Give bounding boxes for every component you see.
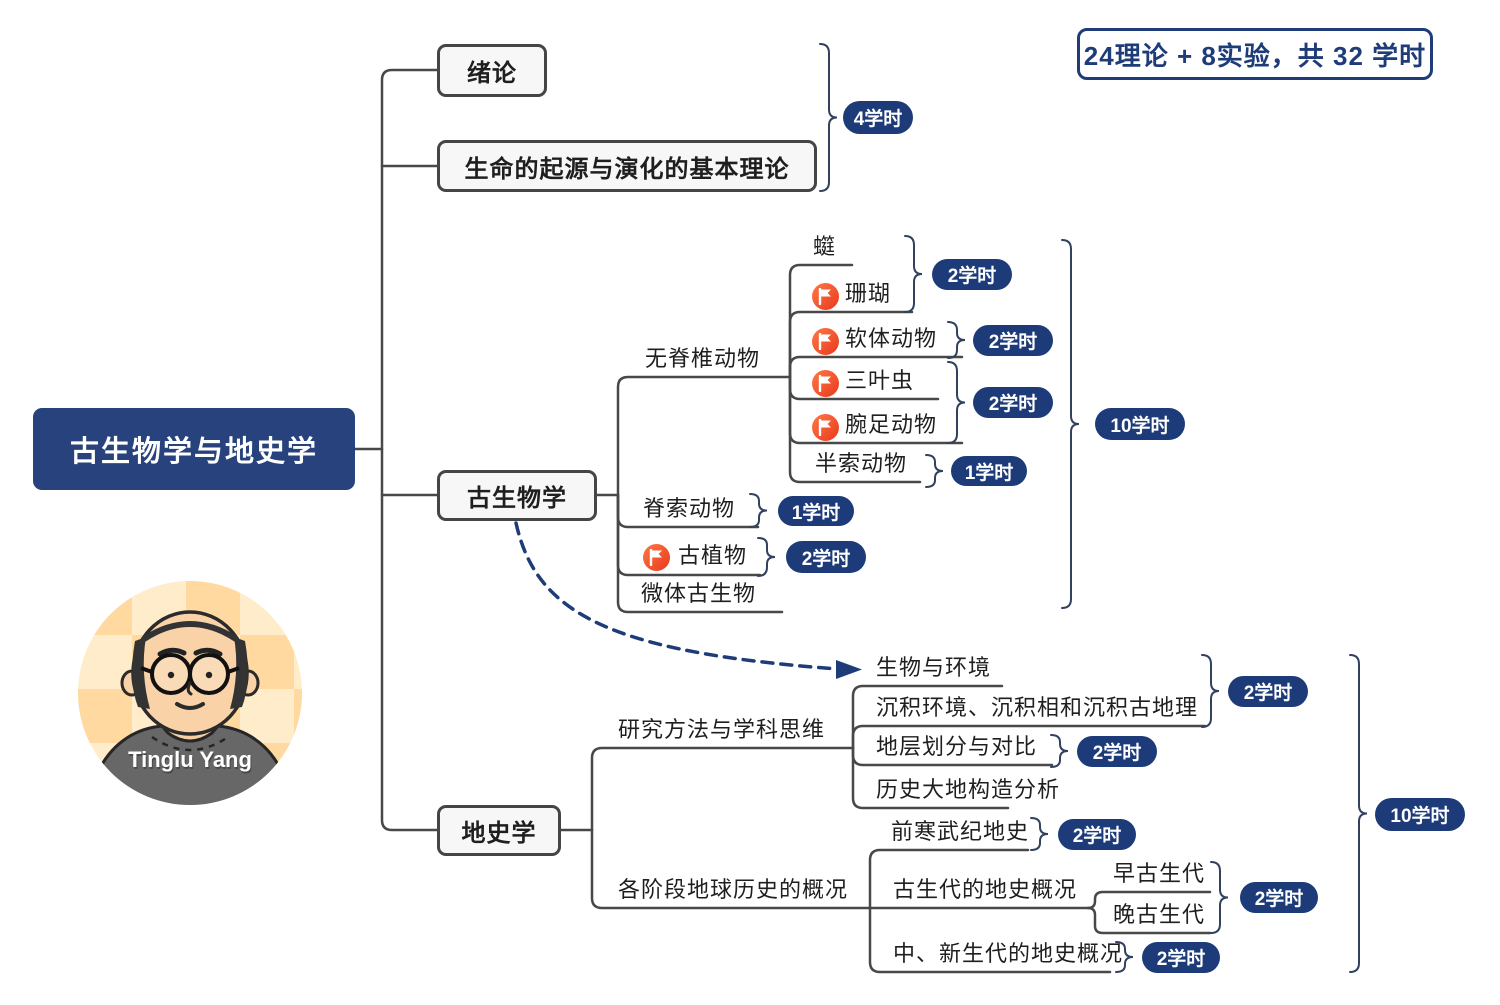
- root-node[interactable]: 古生物学与地史学: [33, 408, 355, 490]
- badge-hemichordate-hours[interactable]: 1学时: [951, 456, 1027, 486]
- badge-paleozoic-group-hours[interactable]: 2学时: [1240, 882, 1318, 913]
- flag-icon: [812, 283, 839, 310]
- badge-fusulinid-coral-hours[interactable]: 2学时: [932, 259, 1012, 290]
- node-histgeo[interactable]: 地史学: [437, 805, 561, 856]
- node-stages[interactable]: 各阶段地球历史的概况: [618, 877, 849, 902]
- group-braces: [749, 43, 1368, 973]
- tree-connectors: [353, 68, 1212, 974]
- node-meso-cenozoic[interactable]: 中、新生代的地史概况: [893, 941, 1124, 966]
- badge-chordate-hours[interactable]: 1学时: [778, 496, 854, 526]
- badge-strata-hours[interactable]: 2学时: [1077, 736, 1157, 767]
- node-coral[interactable]: 珊瑚: [845, 281, 892, 306]
- author-name: Tinglu Yang: [128, 747, 252, 772]
- badge-meso-cenozoic-hours[interactable]: 2学时: [1142, 942, 1220, 973]
- author-avatar: Tinglu Yang Tinglu Yang: [78, 581, 302, 805]
- node-methods[interactable]: 研究方法与学科思维: [618, 717, 826, 742]
- node-hemichordate[interactable]: 半索动物: [815, 451, 908, 476]
- node-late-paleozoic[interactable]: 晚古生代: [1113, 902, 1206, 927]
- node-invertebrate[interactable]: 无脊椎动物: [645, 346, 761, 371]
- node-intro[interactable]: 绪论: [437, 44, 547, 97]
- node-chordate[interactable]: 脊索动物: [643, 496, 736, 521]
- flag-icon: [812, 370, 839, 397]
- author-name-shadow: Tinglu Yang: [129, 749, 253, 774]
- badge-bioenv-sediment-hours[interactable]: 2学时: [1228, 676, 1308, 707]
- cross-link-arrow: [514, 521, 862, 679]
- flag-icon: [812, 414, 839, 441]
- avatar-illustration: Tinglu Yang Tinglu Yang: [78, 581, 302, 805]
- node-micropaleo[interactable]: 微体古生物: [641, 581, 757, 606]
- badge-intro-hours[interactable]: 4学时: [843, 101, 913, 134]
- badge-paleontology-total-hours[interactable]: 10学时: [1095, 408, 1185, 440]
- node-origin[interactable]: 生命的起源与演化的基本理论: [437, 140, 817, 192]
- total-hours-badge[interactable]: 24理论 + 8实验，共 32 学时: [1077, 28, 1433, 80]
- shirt: [86, 724, 294, 805]
- badge-trilobite-brachiopod-hours[interactable]: 2学时: [973, 387, 1053, 418]
- node-sediment[interactable]: 沉积环境、沉积相和沉积古地理: [876, 695, 1199, 720]
- flag-icon: [812, 328, 839, 355]
- node-paleontology[interactable]: 古生物学: [437, 470, 597, 521]
- node-paleozoic[interactable]: 古生代的地史概况: [893, 877, 1078, 902]
- node-early-paleozoic[interactable]: 早古生代: [1113, 861, 1206, 886]
- node-strata[interactable]: 地层划分与对比: [876, 734, 1038, 759]
- badge-precambrian-hours[interactable]: 2学时: [1058, 819, 1136, 850]
- node-bio-env[interactable]: 生物与环境: [876, 655, 992, 680]
- flag-icon: [643, 544, 670, 571]
- badge-mollusk-hours[interactable]: 2学时: [973, 325, 1053, 356]
- badge-paleobotany-hours[interactable]: 2学时: [786, 541, 866, 573]
- arrowhead-icon: [836, 660, 862, 679]
- node-paleobotany[interactable]: 古植物: [678, 543, 748, 568]
- node-precambrian[interactable]: 前寒武纪地史: [891, 819, 1030, 844]
- node-trilobite[interactable]: 三叶虫: [845, 368, 915, 393]
- node-fusulinid[interactable]: 䗴: [813, 234, 837, 259]
- node-mollusk[interactable]: 软体动物: [845, 326, 938, 351]
- node-brachiopod[interactable]: 腕足动物: [845, 412, 938, 437]
- node-tectonics[interactable]: 历史大地构造分析: [876, 777, 1061, 802]
- badge-histgeo-total-hours[interactable]: 10学时: [1375, 798, 1465, 831]
